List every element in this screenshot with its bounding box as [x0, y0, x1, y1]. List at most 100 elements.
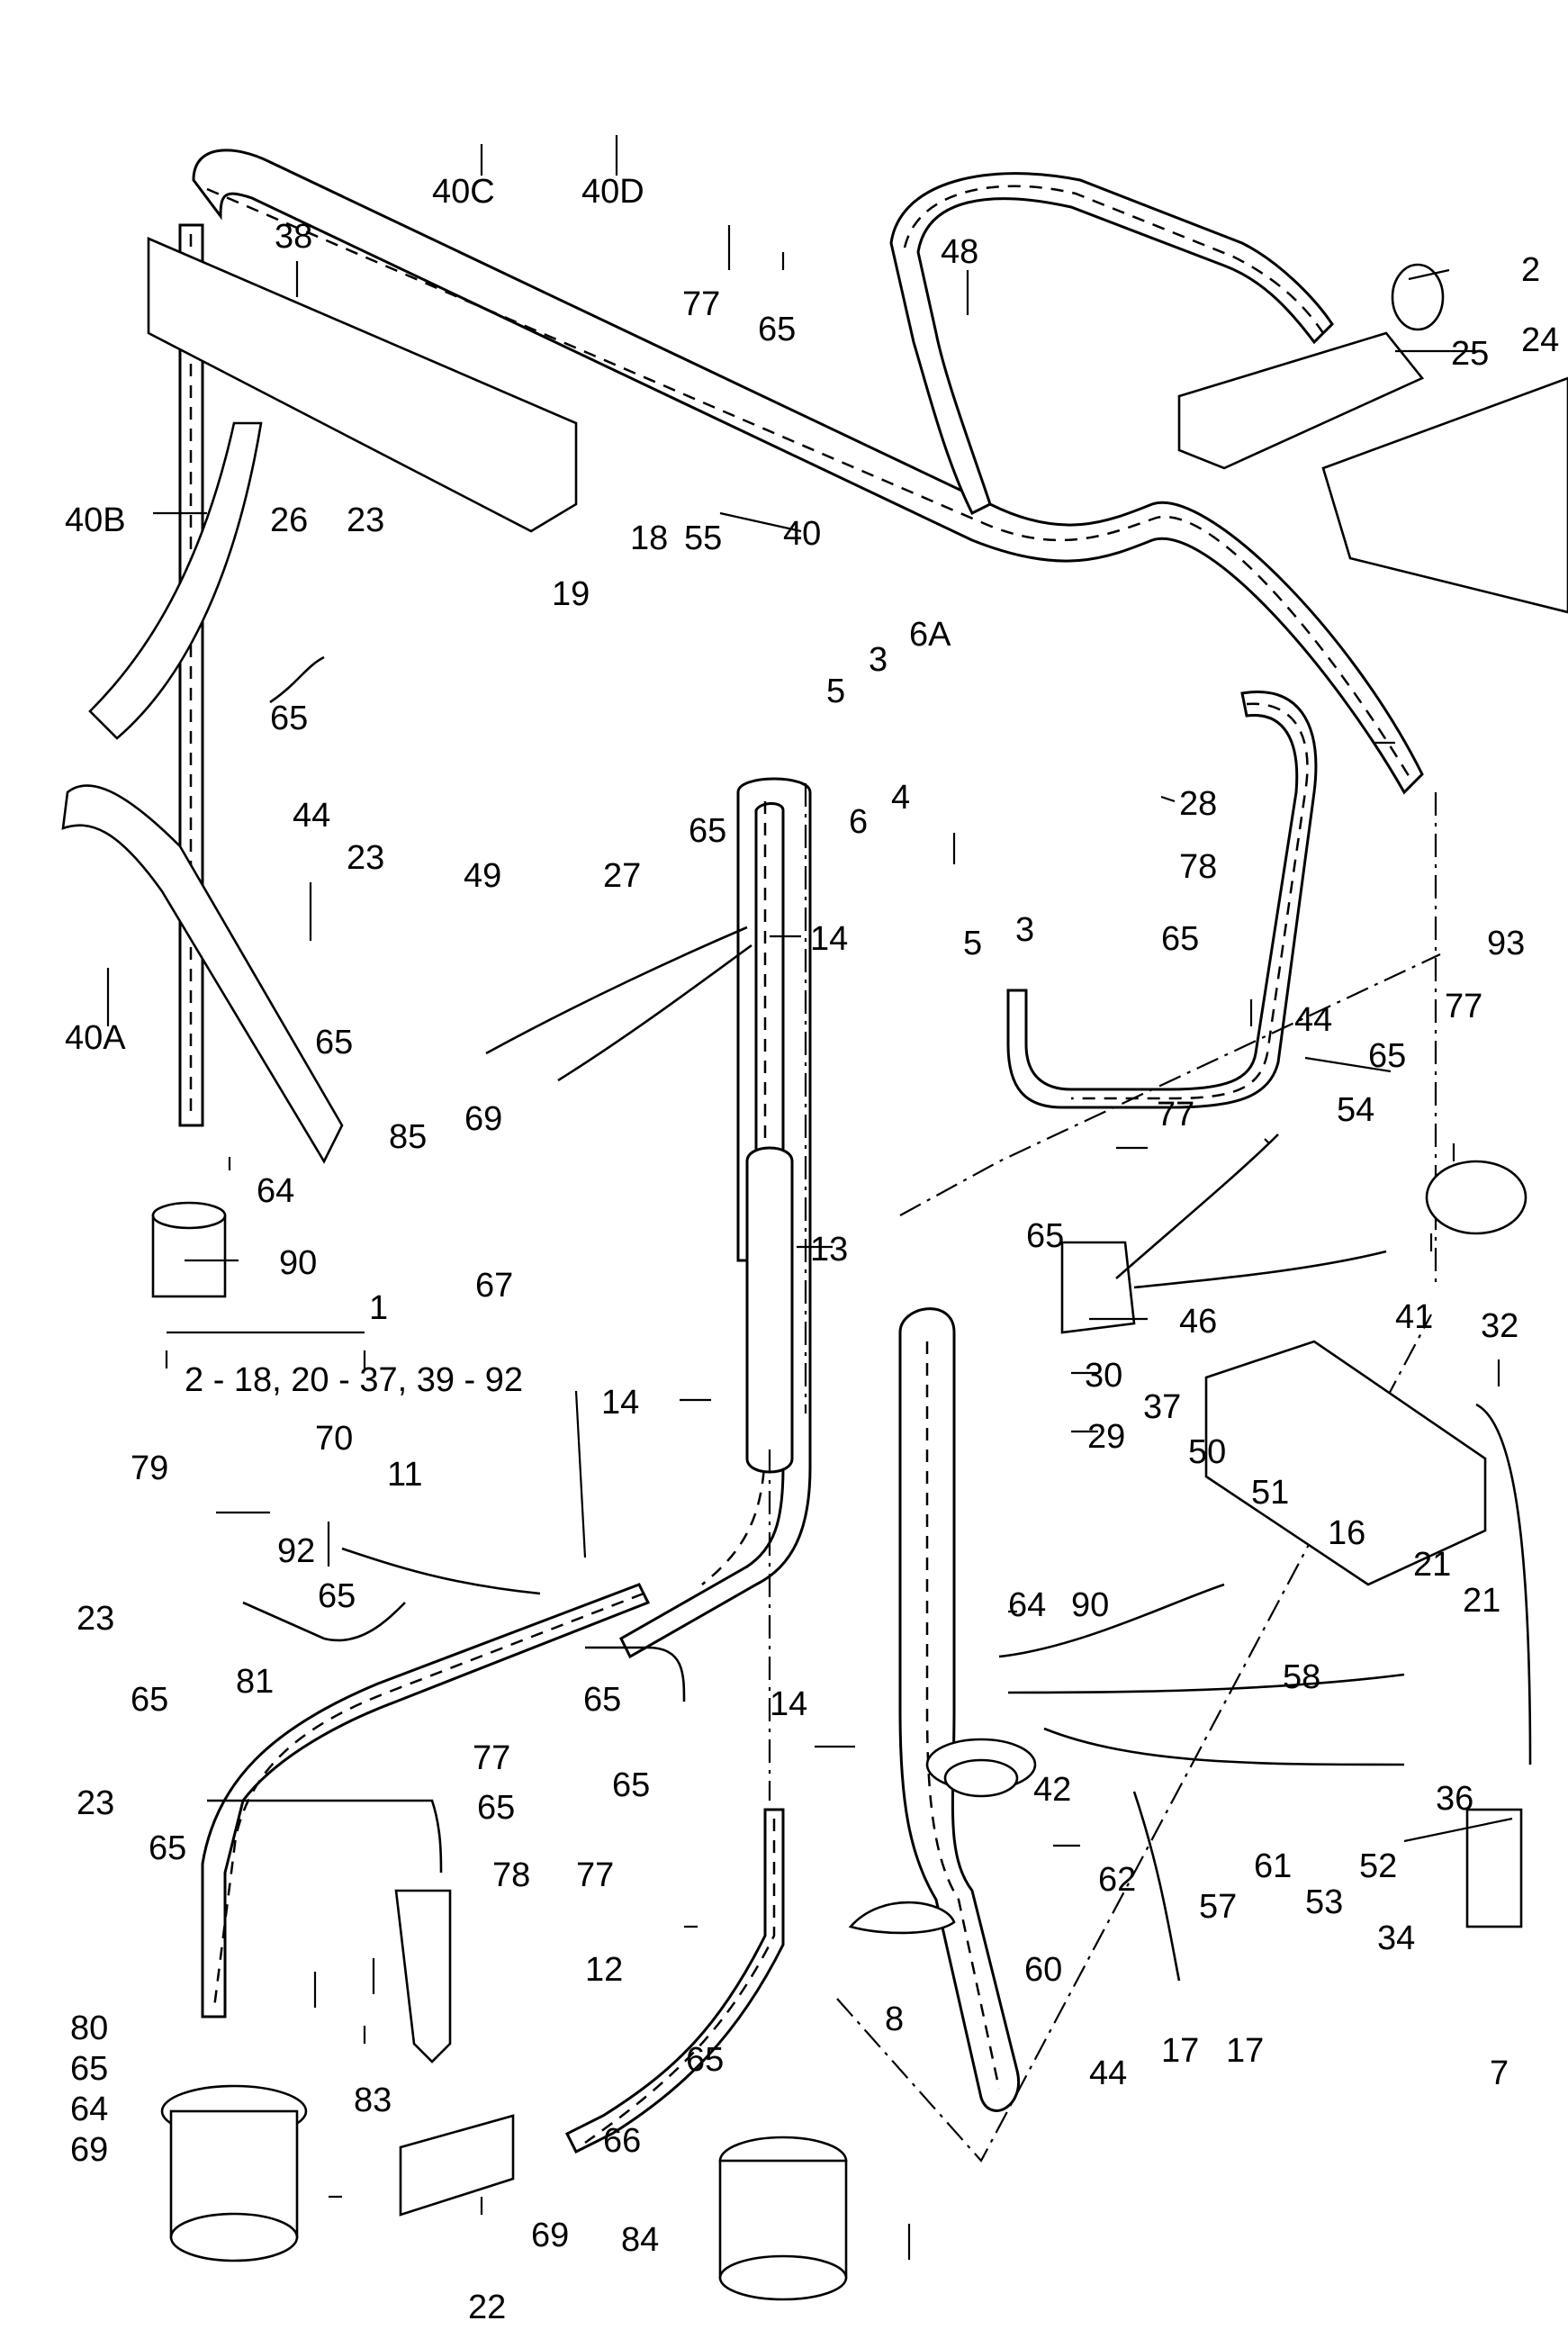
- label-81: 81: [236, 1663, 274, 1701]
- label-65g: 65: [1026, 1217, 1064, 1255]
- label-26: 26: [270, 501, 308, 539]
- label-14a: 14: [810, 920, 848, 958]
- guide-lines: [768, 783, 1441, 2163]
- wire-to-41: [1133, 1250, 1387, 1289]
- label-79: 79: [131, 1449, 168, 1487]
- label-83: 83: [354, 2082, 392, 2119]
- label-53: 53: [1305, 1883, 1343, 1921]
- leader-lines: [106, 135, 1513, 2260]
- label-78a: 78: [1179, 848, 1217, 886]
- label-61: 61: [1254, 1847, 1292, 1885]
- wires: [207, 655, 1532, 1982]
- label-93: 93: [1487, 925, 1525, 962]
- label-65h: 65: [318, 1577, 356, 1615]
- label-77c: 77: [1157, 1096, 1194, 1133]
- label-90b: 90: [1071, 1586, 1109, 1624]
- clip-40A: [61, 784, 344, 1164]
- label-77a: 77: [682, 285, 720, 323]
- label-65m: 65: [149, 1829, 186, 1867]
- label-65b: 65: [270, 700, 308, 737]
- label-70: 70: [315, 1420, 353, 1458]
- label-40B: 40B: [65, 501, 126, 539]
- label-65k: 65: [612, 1766, 650, 1804]
- connector-block-46: [1060, 1241, 1136, 1334]
- label-62: 62: [1098, 1861, 1136, 1899]
- label-78b: 78: [492, 1856, 530, 1894]
- label-65l: 65: [477, 1789, 515, 1827]
- harness-13-conduit: [745, 1146, 794, 1474]
- label-17a: 17: [1161, 2032, 1199, 2070]
- label-65o: 65: [686, 2041, 724, 2079]
- control-unit-25: [1177, 331, 1425, 470]
- label-21a: 21: [1413, 1546, 1451, 1584]
- connector-90-left-top: [151, 1201, 227, 1230]
- label-65c: 65: [689, 812, 726, 850]
- label-7: 7: [1490, 2055, 1509, 2092]
- label-44b: 44: [1294, 1001, 1332, 1039]
- label-5b: 5: [963, 925, 982, 962]
- label-60: 60: [1024, 1951, 1062, 1989]
- label-14c: 14: [770, 1685, 807, 1723]
- wire-ground-strap-2: [557, 944, 752, 1082]
- label-44a: 44: [293, 797, 330, 835]
- label-40A: 40A: [65, 1019, 126, 1057]
- harness-central-trunk: [619, 777, 812, 1659]
- label-29: 29: [1087, 1418, 1125, 1456]
- label-42: 42: [1033, 1771, 1071, 1809]
- label-64b: 64: [1008, 1586, 1046, 1624]
- relay-carrier: [1204, 1340, 1487, 1586]
- label-2: 2: [1521, 251, 1540, 289]
- label-77d: 77: [473, 1739, 510, 1777]
- label-69a: 69: [464, 1100, 502, 1138]
- harness-14-right: [898, 1307, 1021, 2112]
- label-23c: 23: [77, 1600, 114, 1638]
- label-77e: 77: [576, 1856, 614, 1894]
- injector-78: [394, 1889, 452, 2064]
- label-23d: 23: [77, 1784, 114, 1822]
- connector-22: [399, 2114, 515, 2217]
- label-58: 58: [1283, 1658, 1320, 1696]
- label-57: 57: [1199, 1888, 1237, 1926]
- harness-12-stripe: [584, 1819, 776, 2145]
- wire-relay-bundle-2: [1007, 1673, 1405, 1694]
- ecu-bracket: [1321, 376, 1568, 614]
- label-65f: 65: [1368, 1037, 1406, 1075]
- label-67: 67: [475, 1267, 513, 1305]
- label-12: 12: [585, 1951, 623, 1989]
- label-64c: 64: [70, 2091, 108, 2128]
- wire-to-77-mid: [585, 1646, 686, 1702]
- label-21b: 21: [1463, 1582, 1500, 1620]
- wire-to-92: [242, 1601, 406, 1642]
- label-69c: 69: [531, 2217, 569, 2254]
- harness-14-right-stripe: [925, 1341, 1001, 2090]
- guide-line-right-bottom: [836, 1314, 1432, 2163]
- label-17b: 17: [1226, 2032, 1264, 2070]
- label-5a: 5: [826, 673, 845, 710]
- dash-panel-38: [147, 237, 578, 533]
- label-28: 28: [1179, 785, 1217, 823]
- callout-labels: 40C 40D 77 65 48 2 24 25 38 40 40B 26 23…: [65, 173, 1559, 2326]
- wire-11: [341, 1547, 541, 1595]
- label-18: 18: [630, 519, 668, 557]
- guide-line-top-right: [899, 953, 1441, 1216]
- wire-to-46-branch: [1115, 1133, 1279, 1279]
- label-36: 36: [1436, 1780, 1473, 1818]
- label-51: 51: [1251, 1474, 1289, 1512]
- label-64a: 64: [257, 1172, 294, 1210]
- wire-to-17: [1132, 1791, 1181, 1982]
- label-49: 49: [464, 857, 501, 895]
- clip-40B: [88, 421, 263, 740]
- label-8: 8: [885, 2000, 904, 2038]
- harness-right-loop: [1006, 691, 1318, 1109]
- label-range: 2 - 18, 20 - 37, 39 - 92: [185, 1361, 523, 1399]
- harness-ecu-stripe: [903, 185, 1325, 334]
- motor-component: [1425, 1160, 1527, 1235]
- label-22: 22: [468, 2289, 506, 2326]
- label-84: 84: [621, 2221, 659, 2259]
- label-46: 46: [1179, 1303, 1217, 1341]
- label-40: 40: [783, 515, 821, 553]
- label-65d: 65: [1161, 920, 1199, 958]
- label-27: 27: [603, 857, 641, 895]
- label-37: 37: [1143, 1388, 1181, 1426]
